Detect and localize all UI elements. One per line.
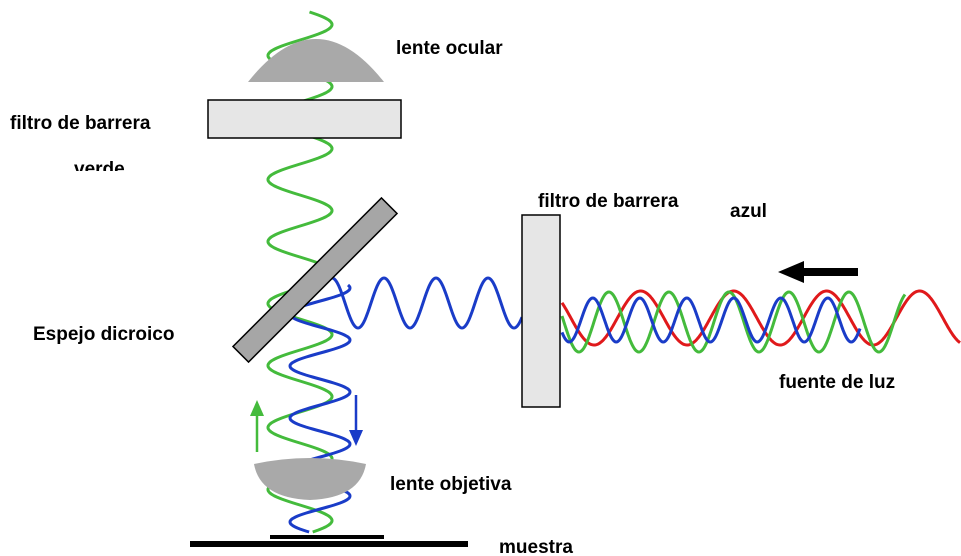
light-source-label: fuente de luz: [779, 372, 895, 393]
sample-specimen: [270, 535, 384, 539]
blue-label: azul: [730, 201, 767, 222]
dichroic-mirror-label: Espejo dicroico: [33, 324, 174, 345]
sample-slide: [190, 541, 468, 547]
barrier-filter-left-label: filtro de barrera: [10, 113, 151, 134]
objective-lens: [254, 458, 366, 500]
blue-source-wave: [560, 296, 862, 344]
blue-down-arrow-icon: [349, 395, 363, 446]
eyepiece-lens: [248, 39, 384, 82]
barrier-filter-right-label: filtro de barrera: [538, 191, 679, 212]
barrier-filter-green: [207, 99, 402, 139]
green-source-wave: [560, 290, 907, 354]
eyepiece-lens-label: lente ocular: [396, 38, 503, 59]
left-arrow-icon: [778, 261, 858, 283]
blue-excitation-wave: [331, 276, 524, 330]
label-clip-mask: [60, 171, 180, 185]
barrier-filter-blue: [521, 214, 561, 408]
objective-lens-label: lente objetiva: [390, 474, 512, 495]
dichroic-mirror: [231, 196, 399, 364]
green-up-arrow-icon: [250, 400, 264, 452]
sample-label: muestra: [499, 537, 573, 556]
